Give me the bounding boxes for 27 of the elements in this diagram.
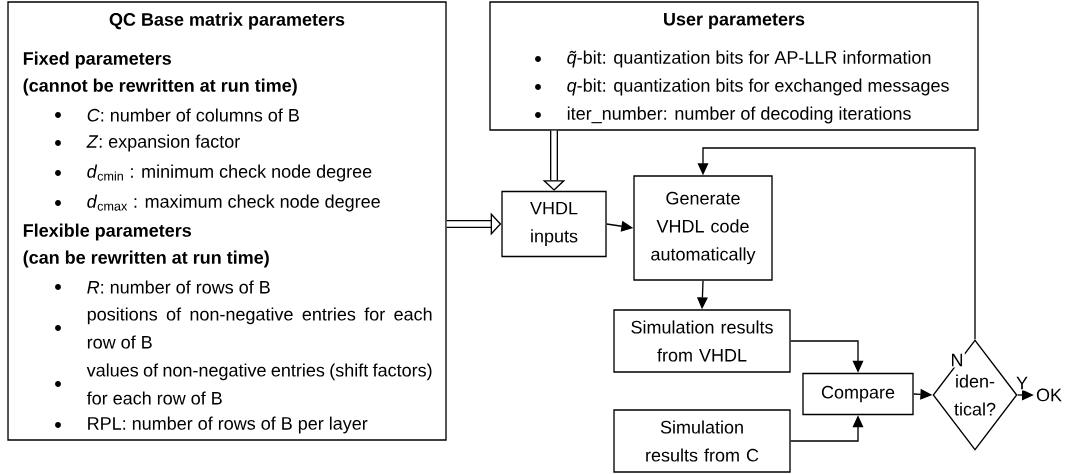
box-heading: User parameters	[664, 12, 805, 30]
list-item: Z: expansion factor	[55, 134, 240, 152]
process-box: Generate VHDL code automatically	[633, 175, 773, 281]
section-heading: (can be rewritten at run time)	[23, 250, 269, 268]
process-box: Compare	[802, 372, 914, 416]
process-box: VHDL inputs	[501, 190, 607, 258]
process-box: Simulation results from VHDL	[613, 309, 791, 373]
result-label: OK	[1036, 388, 1062, 402]
list-item: d$_{cmax}$ : maximum check node degree	[55, 194, 380, 212]
parameter-box	[7, 1, 447, 441]
arrow	[697, 147, 976, 340]
list-item: d$_{cmin}$ : minimum check node degree	[55, 164, 372, 182]
section-heading: Fixed parameters	[23, 51, 171, 69]
section-heading: (cannot be rewritten at run time)	[23, 78, 297, 96]
list-item: values of non-negative entries (shift factors) for each row of B	[55, 363, 432, 405]
list-item: q-bit: quantization bits for exchanged messages	[535, 78, 949, 96]
box-heading: QC Base matrix parameters	[109, 12, 345, 30]
process-box: Simulation results from C	[613, 409, 791, 473]
list-item: q̃-bit: quantization bits for AP-LLR information	[535, 50, 931, 68]
edge-label: N	[949, 352, 965, 368]
list-item: RPL: number of rows of B per layer	[55, 416, 368, 434]
list-item: iter_number: number of decoding iterations	[535, 106, 911, 124]
edge-label: Y	[1014, 375, 1030, 391]
list-item: C: number of columns of B	[55, 108, 299, 122]
section-heading: Flexible parameters	[23, 223, 191, 241]
parameter-box	[489, 1, 979, 131]
list-item: R: number of rows of B	[55, 280, 270, 294]
